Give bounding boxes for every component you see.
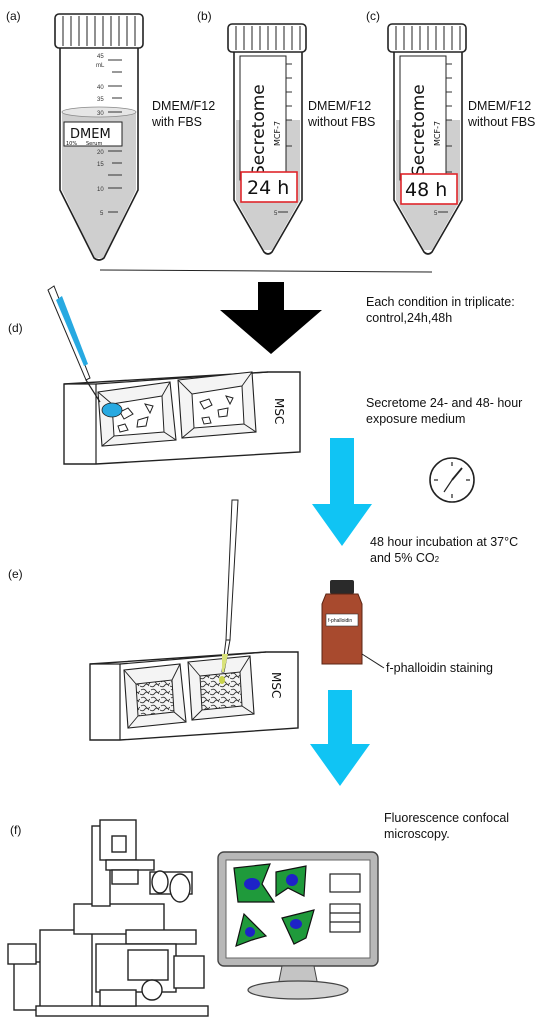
tube-b-sticker-sub: MCF-7 [273, 121, 282, 146]
plate-e-label: MSC [269, 672, 283, 698]
clock-icon [429, 457, 475, 503]
panel-label-a: (a) [6, 9, 21, 23]
tube-a-scale-5: 5 [100, 211, 104, 217]
tube-a-scale-30: 30 [97, 111, 104, 117]
incubation-line2-main: and 5% CO [370, 551, 435, 565]
tube-a-sticker-small2: Serum [86, 141, 102, 147]
step-d-note-line2: control,24h,48h [366, 311, 452, 325]
step-d-desc-line2: exposure medium [366, 412, 465, 426]
confocal-microscope [7, 819, 209, 1017]
tube-b-label-line1: DMEM/F12 [308, 99, 371, 113]
blue-down-arrow-2 [310, 690, 370, 786]
monitor-panel-boxes [329, 873, 361, 933]
tube-a-scale-45: 45 [97, 54, 104, 60]
tube-a-scale-10: 10 [97, 187, 104, 193]
falcon-tube-b: 45 mL 40 35 30 25 20 15 10 5 Secretome M… [227, 23, 307, 255]
tube-a-label-line1: DMEM/F12 [152, 99, 215, 113]
tube-a-scale-15: 15 [97, 162, 104, 168]
pipette-d [47, 285, 123, 418]
panel-label-d: (d) [8, 321, 23, 335]
incubation-line2: and 5% CO2 [370, 551, 440, 565]
tube-c-label-line1: DMEM/F12 [468, 99, 531, 113]
falcon-tube-c: 45 mL 40 35 30 25 20 15 10 5 Secretome M… [387, 23, 467, 255]
tube-b-sticker-text: Secretome [249, 84, 269, 176]
tube-a-label-line2: with FBS [151, 115, 202, 129]
panel-label-e: (e) [8, 567, 23, 581]
tube-b-label-line2: without FBS [307, 115, 375, 129]
blue-down-arrow-1 [312, 438, 372, 546]
tube-a-sticker-text: DMEM [70, 127, 111, 142]
tube-c-sticker-text: Secretome [409, 84, 429, 176]
panel-label-c: (c) [366, 9, 380, 23]
section-divider [99, 269, 433, 273]
bottle-label: f-phalloidin [328, 618, 352, 624]
step-e-desc: f-phalloidin staining [386, 661, 493, 675]
panel-label-f: (f) [10, 823, 21, 837]
tube-a-scale-20: 20 [97, 150, 104, 156]
fluorescent-cells [233, 863, 315, 947]
plate-d-label: MSC [272, 398, 286, 424]
tube-b-time: 24 h [247, 177, 289, 199]
tube-c-time-box [400, 173, 458, 205]
step-f-line1: Fluorescence confocal [384, 811, 509, 825]
tube-c-time: 48 h [405, 179, 447, 201]
black-down-arrow [220, 282, 322, 354]
tube-c-sticker-sub: MCF-7 [433, 121, 442, 146]
tube-a-sticker-small: 10% [66, 141, 77, 147]
tube-b-scale-5: 5 [274, 211, 278, 217]
step-d-note-line1: Each condition in triplicate: [366, 295, 515, 309]
tube-b-time-box [240, 171, 298, 203]
incubation-line1: 48 hour incubation at 37°C [370, 535, 518, 549]
tube-a-scale-ml: mL [96, 63, 105, 69]
tube-a-scale-35: 35 [97, 97, 104, 103]
incubation-line2-sub: 2 [435, 555, 440, 564]
panel-label-b: (b) [197, 9, 212, 23]
phalloidin-bottle: f-phalloidin [321, 580, 363, 665]
pipette-e [219, 499, 239, 684]
culture-plate-d: MSC [63, 371, 301, 465]
step-d-desc-line1: Secretome 24- and 48- hour [366, 396, 522, 410]
culture-plate-e: MSC [89, 651, 299, 741]
falcon-tube-a: 45 mL 40 35 30 25 20 15 10 5 DMEM 10% Se… [54, 13, 144, 261]
bottle-pointer [361, 653, 385, 669]
tube-c-label-line2: without FBS [467, 115, 535, 129]
tube-a-scale-40: 40 [97, 85, 104, 91]
step-f-line2: microscopy. [384, 827, 450, 841]
tube-c-scale-5: 5 [434, 211, 438, 217]
